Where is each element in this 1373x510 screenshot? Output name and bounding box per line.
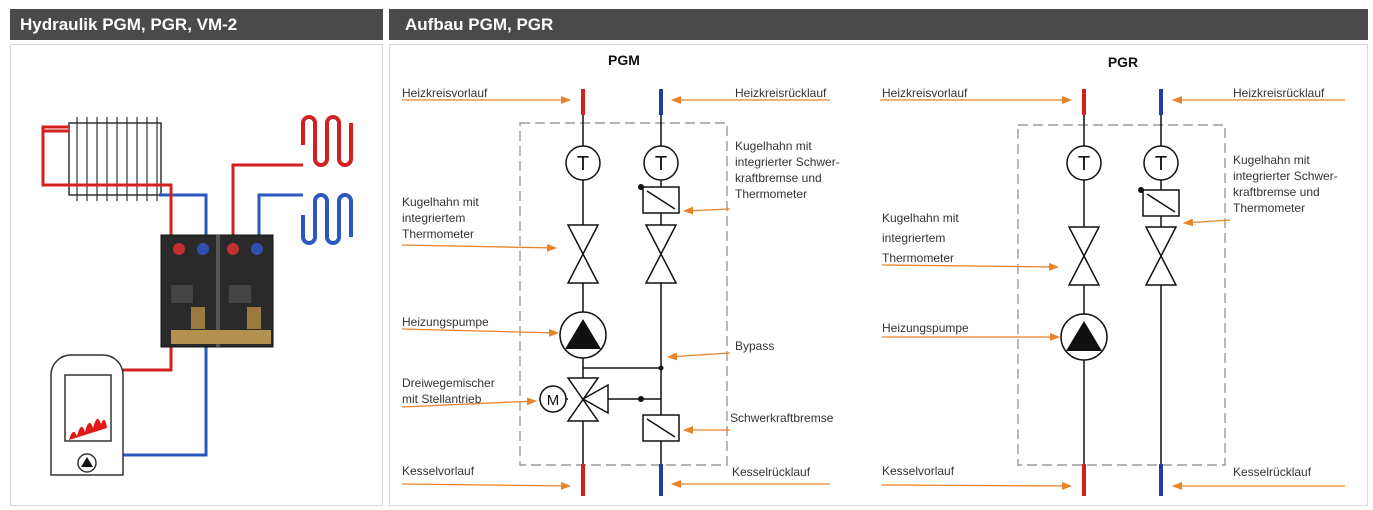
pgm-label-kugelhahn-thermo-3: Thermometer [402, 227, 474, 241]
pgm-label-kugelhahn-schwer-4: Thermometer [735, 187, 807, 201]
pgr-label-heizkreisruecklauf: Heizkreisrücklauf [1233, 86, 1325, 100]
pgr-label-kugelhahn-schwer-3: kraftbremse und [1233, 185, 1320, 199]
pgr-return-thermometer-icon: T [1143, 145, 1179, 181]
pgr-pump-icon [1060, 313, 1108, 361]
pgm-label-mischer-2: mit Stellantrieb [402, 392, 482, 406]
pgm-label-heizkreisruecklauf: Heizkreisrücklauf [735, 86, 827, 100]
pgm-housing-outline [519, 122, 728, 466]
pgm-thermo-symbol-1: T [577, 153, 589, 175]
pgm-label-mischer-1: Dreiwegemischer [402, 376, 495, 390]
hydraulik-illustration [41, 115, 353, 476]
right-panel-title: Aufbau PGM, PGR [405, 15, 554, 34]
pgr-label-kugelhahn-schwer-2: integrierter Schwer- [1233, 169, 1338, 183]
pump-station-icon [160, 234, 274, 348]
pgm-label-kugelhahn-thermo-1: Kugelhahn mit [402, 195, 479, 209]
pgm-title: PGM [608, 52, 640, 68]
pgm-label-bypass: Bypass [735, 339, 774, 353]
right-panel-header: Aufbau PGM, PGR [389, 9, 1368, 40]
pgm-actuator-motor-icon: M [539, 385, 567, 413]
pgr-label-kugelhahn-schwer-4: Thermometer [1233, 201, 1305, 215]
pgr-label-heizungspumpe: Heizungspumpe [882, 321, 969, 335]
hydraulik-panel [10, 44, 383, 506]
pgr-label-kugelhahn-thermo-3: Thermometer [882, 251, 954, 265]
aufbau-panel: PGM T T [389, 44, 1368, 506]
pgr-thermo-symbol-2: T [1155, 153, 1167, 175]
pgm-pump-icon [559, 311, 607, 359]
left-panel-title: Hydraulik PGM, PGR, VM-2 [20, 15, 238, 34]
pgr-housing-outline [1017, 124, 1226, 466]
pgm-label-schwerkraftbremse: Schwerkraftbremse [730, 411, 834, 425]
pgm-return-ball-valve-icon [644, 224, 678, 284]
pgr-label-kugelhahn-thermo-1: Kugelhahn mit [882, 211, 959, 225]
pgr-label-kesselruecklauf: Kesselrücklauf [1233, 465, 1312, 479]
pgm-diagram: PGM T T [401, 52, 840, 496]
pgm-label-kugelhahn-thermo-2: integriertem [402, 211, 465, 225]
pgm-supply-ball-valve-icon [566, 224, 600, 284]
boiler-icon [50, 354, 124, 476]
pgr-label-kesselvorlauf: Kesselvorlauf [882, 464, 955, 478]
pgm-motor-symbol: M [547, 392, 560, 409]
pgm-gravity-brake-bottom-icon [642, 414, 680, 442]
pgm-label-heizungspumpe: Heizungspumpe [402, 315, 489, 329]
left-panel-header: Hydraulik PGM, PGR, VM-2 [10, 9, 383, 40]
pgm-thermo-symbol-2: T [655, 153, 667, 175]
pgr-diagram: PGR T T [880, 54, 1345, 496]
pgr-gravity-brake-icon [1138, 187, 1180, 217]
pgr-supply-thermometer-icon: T [1066, 145, 1102, 181]
pgr-thermo-symbol-1: T [1078, 153, 1090, 175]
pgm-label-kugelhahn-schwer-2: integrierter Schwer- [735, 155, 840, 169]
pgm-three-way-mixer-icon [566, 377, 609, 422]
radiator-icon [68, 117, 162, 201]
pgr-return-ball-valve-icon [1144, 226, 1178, 286]
pgr-title: PGR [1108, 54, 1138, 70]
pgm-label-kesselvorlauf: Kesselvorlauf [402, 464, 475, 478]
pgm-label-kesselruecklauf: Kesselrücklauf [732, 465, 811, 479]
pgr-label-kugelhahn-schwer-1: Kugelhahn mit [1233, 153, 1310, 167]
pgr-supply-ball-valve-icon [1067, 226, 1101, 286]
pgr-label-kugelhahn-thermo-2: integriertem [882, 231, 945, 245]
pgm-return-thermometer-icon: T [643, 145, 679, 181]
pgm-gravity-brake-top-icon [638, 184, 680, 214]
pgm-supply-thermometer-icon: T [565, 145, 601, 181]
pgm-label-kugelhahn-schwer-1: Kugelhahn mit [735, 139, 812, 153]
pgm-label-kugelhahn-schwer-3: kraftbremse und [735, 171, 822, 185]
floor-heating-coil-icon [301, 115, 353, 245]
pgr-label-heizkreisvorlauf: Heizkreisvorlauf [882, 86, 968, 100]
aufbau-schematic: PGM T T [401, 52, 1345, 496]
pgm-label-heizkreisvorlauf: Heizkreisvorlauf [402, 86, 488, 100]
